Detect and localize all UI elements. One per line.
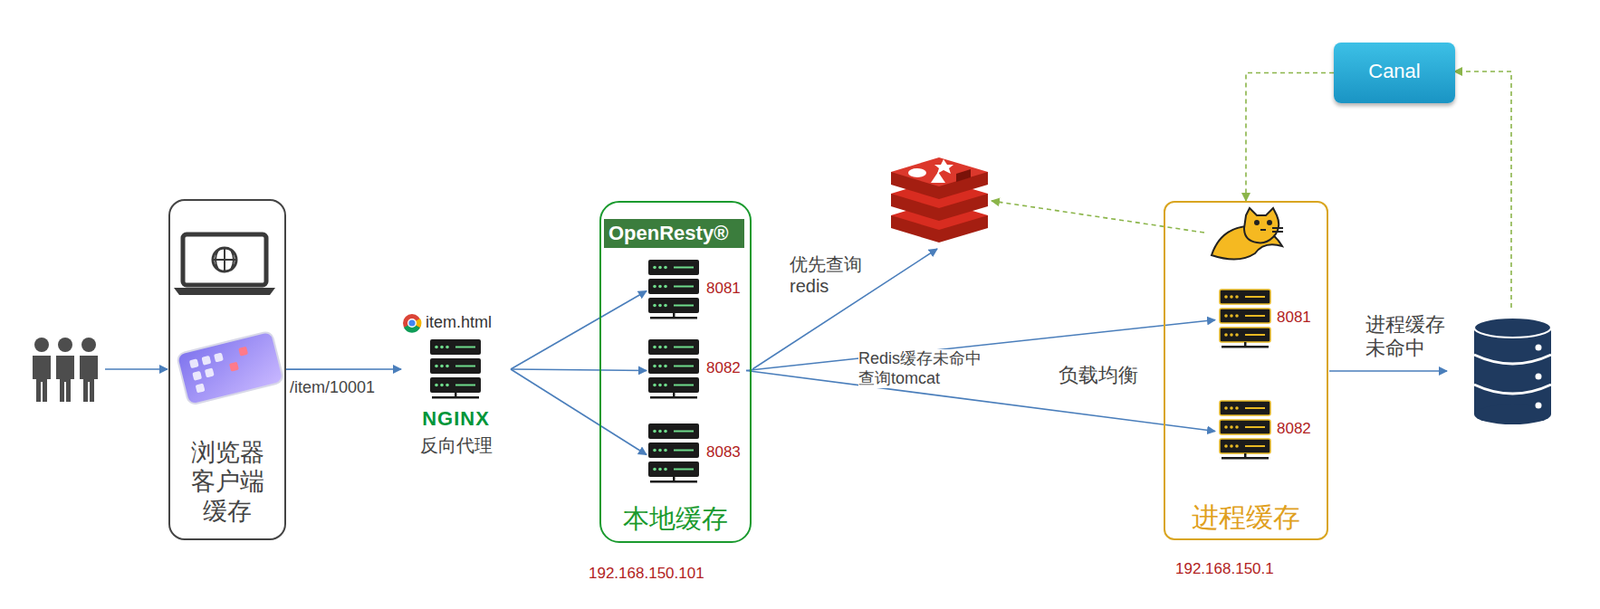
server-icon [430,339,481,400]
connector [286,368,402,371]
laptop-icon [173,234,276,296]
node-label: Canal [1333,42,1456,100]
node-label: 8083 [706,443,741,462]
connector [510,369,647,456]
node-label: 8082 [1276,420,1312,439]
node-text: 反向代理 [401,434,511,457]
edge-label: 负载均衡 [1058,364,1139,388]
node-label: 进程缓存 [1165,501,1327,535]
client-box: 浏览器 客户端 缓存 [168,199,287,541]
annotation: 进程缓存 未命中 [1365,313,1454,362]
ip-address: 192.168.150.1 [1175,560,1275,579]
connector [510,291,647,371]
server-icon [648,423,700,484]
server-node: 8082 [646,341,747,401]
server-icon [648,339,700,400]
phone-icon [176,331,285,406]
tomcat-icon [1211,208,1284,260]
node-label: 8081 [1276,308,1312,327]
node-text: NGINX [401,407,511,432]
server-icon [1219,401,1271,460]
db-arrow [1329,370,1447,373]
user-arrow [105,368,168,371]
node-label: 8081 [706,279,741,298]
node-label: item.html [425,313,492,334]
binlog-arrow [1454,71,1512,308]
cache-write-arrow [991,201,1205,233]
users-icon [32,337,98,403]
node-label: 浏览器 客户端 缓存 [186,438,268,527]
server-icon [1219,289,1271,349]
openresty-box: OpenResty® 本地缓存 8081 8082 8083 [599,201,752,544]
node-text: 本地缓存 [601,503,750,536]
database-icon [1474,317,1552,425]
chrome-icon [402,314,422,334]
connector [510,369,647,372]
node-label: OpenResty® [603,219,745,249]
edge-label: Redis缓存未命中 查询tomcat [858,349,995,389]
node-label: 8082 [706,359,741,378]
annotation: 优先查询 redis [789,253,866,298]
nginx-node: item.htmlNGINX反向代理 [401,307,511,462]
server-icon [648,259,700,320]
server-node: 8083 [646,425,747,485]
server-node: 8081 [1215,290,1320,350]
redis-icon [891,157,988,243]
server-node: 8082 [1215,402,1320,461]
connector [1245,73,1334,202]
tomcat-box: 进程缓存 8081 8082 [1163,201,1329,541]
ip-address: 192.168.150.101 [588,565,705,584]
edge-label: /item/10001 [289,378,375,399]
server-node: 8081 [646,261,747,321]
canal-box: Canal [1333,42,1456,104]
